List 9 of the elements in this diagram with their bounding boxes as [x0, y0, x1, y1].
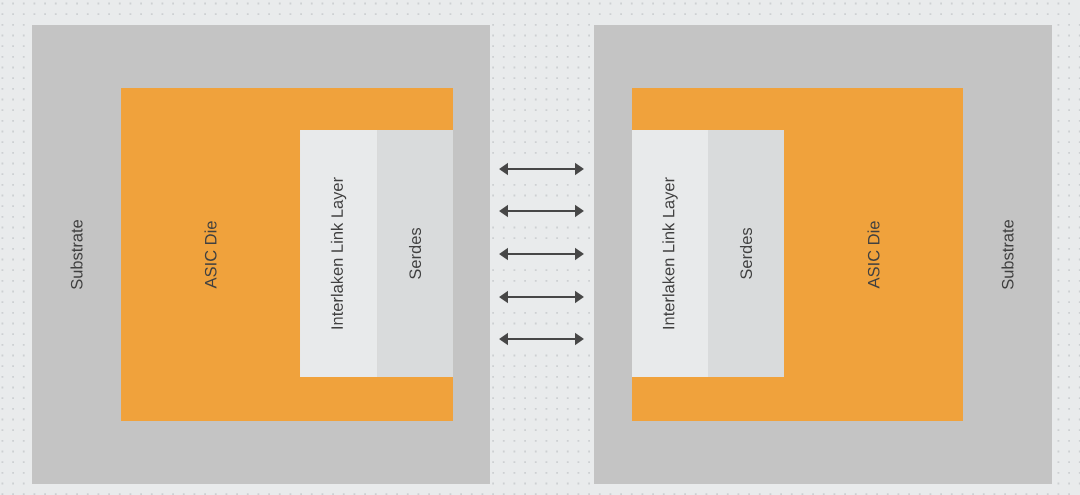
double-arrow [499, 204, 584, 218]
double-arrow [499, 290, 584, 304]
serdes-box: Serdes [708, 130, 784, 377]
link-layer-box: Interlaken Link Layer [300, 130, 377, 377]
double-arrow [499, 247, 584, 261]
serdes-box: Serdes [377, 130, 453, 377]
link-layer-box: Interlaken Link Layer [632, 130, 708, 377]
double-arrow [499, 162, 584, 176]
double-arrow [499, 332, 584, 346]
